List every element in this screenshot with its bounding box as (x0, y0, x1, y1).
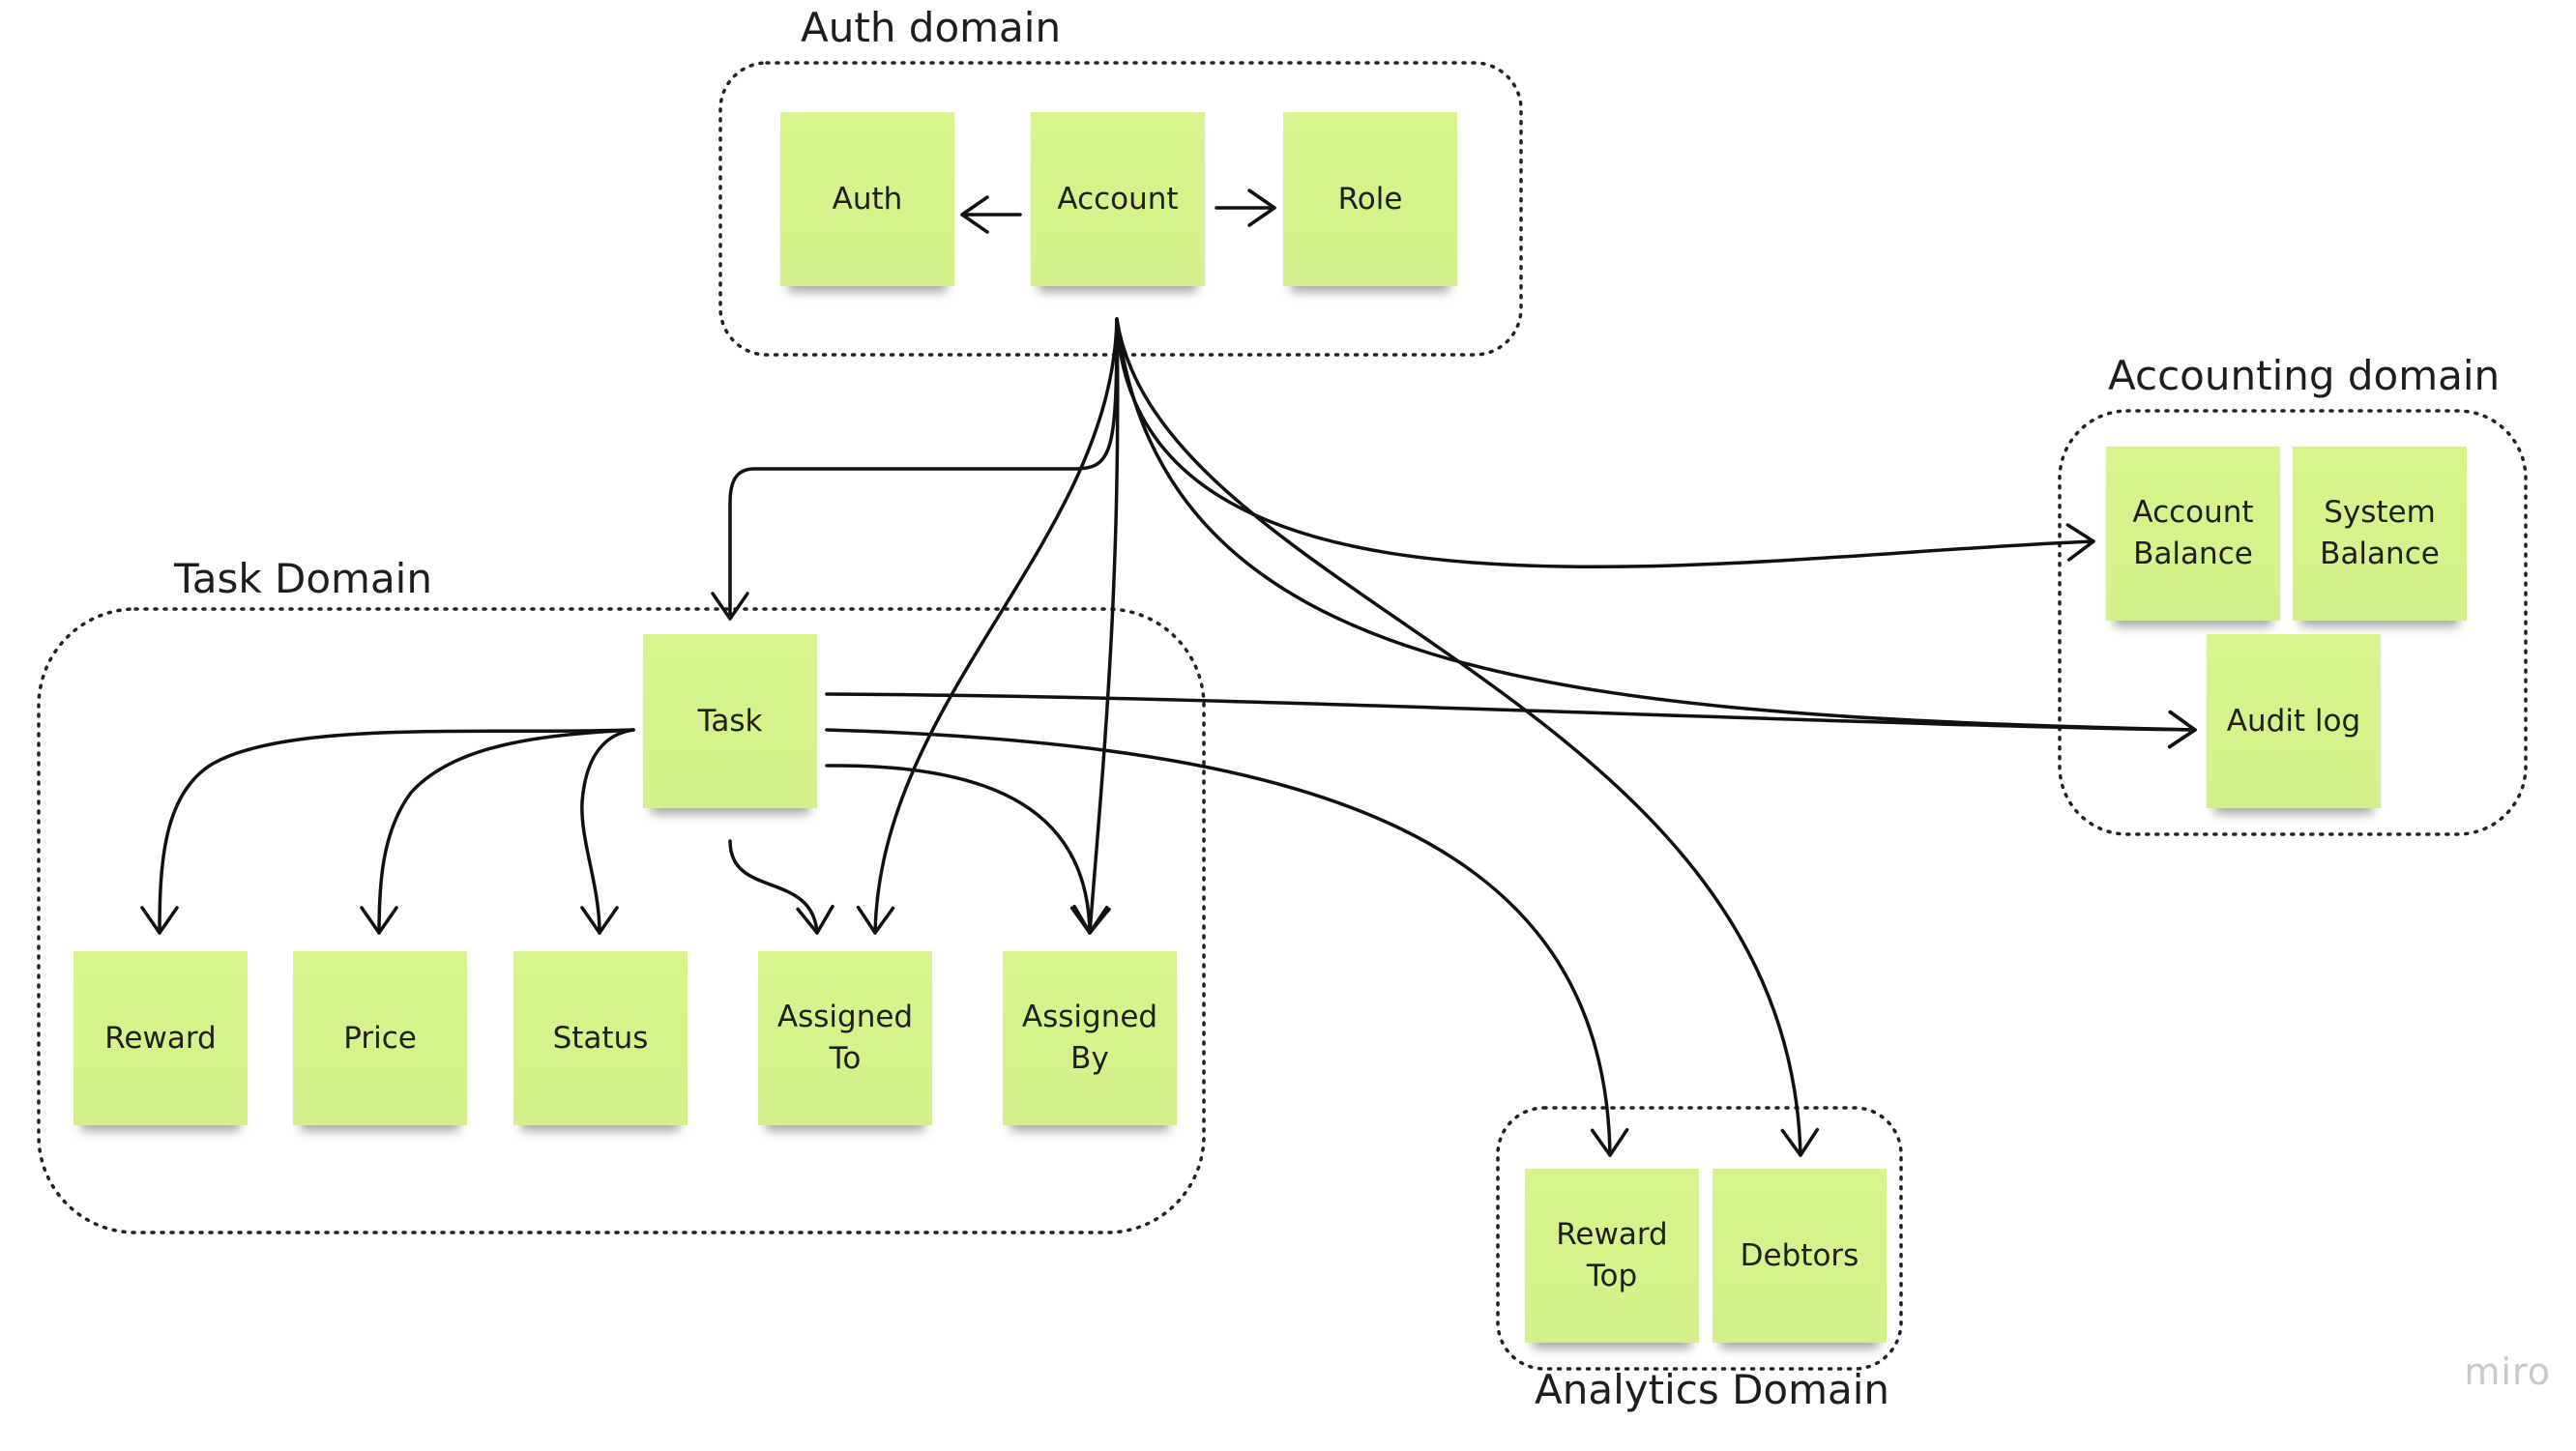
sticky-price[interactable]: Price (293, 951, 467, 1125)
accounting-domain-box[interactable] (2058, 409, 2528, 836)
miro-watermark: miro (2464, 1350, 2551, 1393)
arrow-task-to-assigned-by[interactable] (825, 764, 1109, 935)
analytics-domain-box[interactable] (1496, 1106, 1903, 1371)
sticky-auth[interactable]: Auth (780, 112, 954, 286)
sticky-role[interactable]: Role (1283, 112, 1457, 286)
sticky-status[interactable]: Status (513, 951, 688, 1125)
sticky-account-balance[interactable]: Account Balance (2106, 447, 2280, 621)
sticky-audit-log[interactable]: Audit log (2207, 634, 2381, 808)
arrow-account-to-audit-log[interactable] (1115, 317, 2197, 749)
arrow-task-to-reward[interactable] (140, 728, 635, 935)
arrow-account-to-task[interactable] (711, 317, 1119, 621)
sticky-reward[interactable]: Reward (73, 951, 248, 1125)
sticky-reward-top[interactable]: Reward Top (1525, 1169, 1699, 1343)
arrow-task-to-status[interactable] (580, 728, 635, 935)
auth-domain-box[interactable] (718, 61, 1523, 357)
arrow-account-to-account-balance[interactable] (1115, 317, 2095, 569)
arrow-task-to-reward-top[interactable] (825, 728, 1629, 1157)
auth-domain-label: Auth domain (801, 4, 1062, 51)
arrow-task-to-assigned-to[interactable] (728, 839, 834, 935)
sticky-account[interactable]: Account (1031, 112, 1205, 286)
sticky-assigned-by[interactable]: Assigned By (1003, 951, 1177, 1125)
task-domain-label: Task Domain (174, 555, 432, 602)
arrow-task-to-audit-log[interactable] (825, 692, 2197, 749)
sticky-debtors[interactable]: Debtors (1712, 1169, 1887, 1343)
arrow-account-to-assigned-by[interactable] (1072, 317, 1120, 935)
analytics-domain-label: Analytics Domain (1535, 1366, 1890, 1413)
arrow-account-to-assigned-to[interactable] (856, 317, 1119, 935)
sticky-system-balance[interactable]: System Balance (2293, 447, 2467, 621)
arrow-account-to-debtors[interactable] (1115, 317, 1820, 1157)
arrow-task-to-price[interactable] (360, 728, 635, 935)
sticky-task[interactable]: Task (643, 634, 817, 808)
sticky-assigned-to[interactable]: Assigned To (758, 951, 932, 1125)
accounting-domain-label: Accounting domain (2108, 352, 2501, 399)
task-domain-box[interactable] (37, 607, 1206, 1234)
